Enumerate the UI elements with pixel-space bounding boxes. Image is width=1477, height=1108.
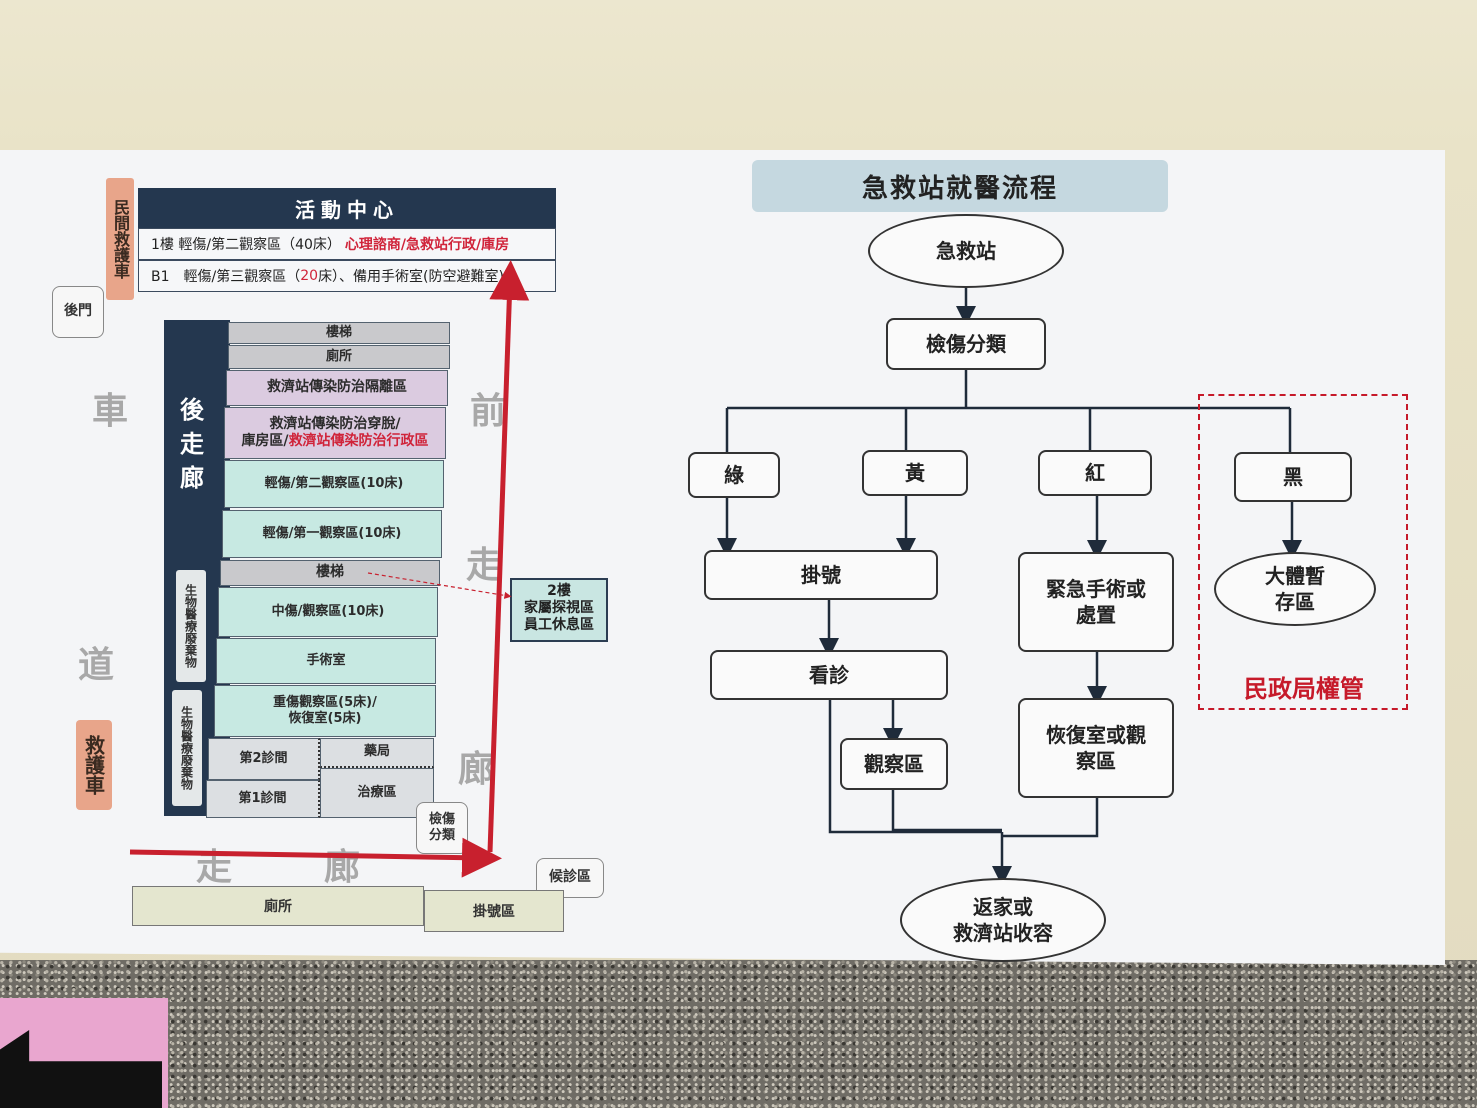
flow-connectors <box>717 288 1302 886</box>
registration-area: 掛號區 <box>424 890 564 932</box>
recovery-node: 恢復室或觀 察區 <box>1018 698 1174 798</box>
second-floor-line3: 員工休息區 <box>524 616 594 633</box>
front-corridor-label-1: 前 <box>470 390 507 432</box>
consult-node: 看診 <box>710 650 948 700</box>
triage-node: 檢傷分類 <box>886 318 1046 370</box>
civil-affairs-label: 民政局權管 <box>1244 674 1364 703</box>
stairs-dashed-link <box>367 572 512 599</box>
floorB1-suffix: 床）、備用手術室(防空避難室) <box>318 269 504 285</box>
ambulance-label: 救護車 <box>76 720 112 810</box>
pharmacy-room: 藥局 <box>320 738 434 768</box>
recovery-line1: 恢復室或觀 <box>1046 723 1146 747</box>
isolation-room: 救濟站傳染防治隔離區 <box>226 370 448 406</box>
flowchart-title: 急救站就醫流程 <box>752 160 1168 212</box>
second-floor-line1: 2樓 <box>547 583 571 599</box>
dressing-line2a: 庫房區/ <box>241 433 289 449</box>
biomed-waste-label-1: 生物醫療廢棄物 <box>176 570 206 682</box>
emergency-line2: 處置 <box>1076 603 1116 627</box>
end-node: 返家或 救濟站收容 <box>900 878 1106 962</box>
floor1-highlight: 心理諮商/急救站行政/庫房 <box>344 237 510 253</box>
black-node: 黑 <box>1234 452 1352 502</box>
triage-tag-line2: 分類 <box>428 828 455 843</box>
obs1-room: 輕傷/第一觀察區(10床) <box>222 510 442 558</box>
bottom-toilet: 廁所 <box>132 886 424 926</box>
floorB1-row: B1 輕傷/第三觀察區（ 20 床）、備用手術室(防空避難室) <box>138 260 556 292</box>
stairs-top-room: 樓梯 <box>228 322 450 344</box>
floor1-row: 1樓 輕傷/第二觀察區（40床） 心理諮商/急救站行政/庫房 <box>138 228 556 260</box>
activity-center-header: 活動中心 <box>138 188 556 228</box>
front-corridor-label-3: 廊 <box>458 748 495 790</box>
morgue-line2: 存區 <box>1275 590 1315 614</box>
mid-obs-room: 中傷/觀察區(10床) <box>218 587 438 637</box>
back-door-tag: 後門 <box>52 286 104 338</box>
dressing-line1: 救濟站傳染防治穿脫/ <box>269 415 401 432</box>
road-label-2: 道 <box>78 644 115 686</box>
second-floor-box: 2樓 家屬探視區 員工休息區 <box>510 578 608 642</box>
biomed-waste-label-2: 生物醫療廢棄物 <box>172 690 202 806</box>
stairs-mid-room: 樓梯 <box>220 560 440 586</box>
morgue-line1: 大體暫 <box>1265 564 1325 588</box>
red-node: 紅 <box>1038 450 1152 496</box>
triage-tag: 檢傷 分類 <box>416 802 468 854</box>
clinic1-room: 第1診間 <box>206 780 320 818</box>
civil-affairs-boundary <box>1198 394 1408 710</box>
road-label-1: 車 <box>92 390 129 432</box>
floor1-prefix: 1樓 輕傷/第二觀察區（40床） <box>151 237 341 253</box>
toilet-top-room: 廁所 <box>228 345 450 369</box>
morgue-node: 大體暫 存區 <box>1214 552 1376 626</box>
dressing-line2: 庫房區/救濟站傳染防治行政區 <box>241 433 428 451</box>
yellow-node: 黃 <box>862 450 968 496</box>
clinic2-room: 第2診間 <box>208 738 320 780</box>
civil-ambulance-label: 民間救護車 <box>106 178 134 300</box>
severe-line2: 恢復室(5床) <box>288 711 362 726</box>
end-line1: 返家或 <box>973 895 1033 919</box>
end-line2: 救濟站收容 <box>953 921 1053 945</box>
severe-room: 重傷觀察區(5床)/ 恢復室(5床) <box>214 685 436 737</box>
obs2-room: 輕傷/第二觀察區(10床) <box>224 460 444 508</box>
front-corridor-label-2: 走 <box>466 544 503 586</box>
treatment-room: 治療區 <box>320 768 434 818</box>
second-floor-line2: 家屬探視區 <box>524 599 594 616</box>
surgery-room: 手術室 <box>216 638 436 684</box>
register-node: 掛號 <box>704 550 938 600</box>
emergency-line1: 緊急手術或 <box>1046 577 1146 601</box>
emergency-node: 緊急手術或 處置 <box>1018 552 1174 652</box>
red-route-horizontal <box>129 837 502 878</box>
floorB1-num: 20 <box>300 268 319 284</box>
green-node: 綠 <box>688 452 780 498</box>
triage-tag-line1: 檢傷 <box>428 811 455 827</box>
severe-line1: 重傷觀察區(5床)/ <box>273 694 377 710</box>
start-node: 急救站 <box>868 214 1064 288</box>
back-corridor-label: 後走廊 <box>175 397 204 499</box>
red-route-vertical <box>487 260 530 853</box>
observe-node: 觀察區 <box>840 738 948 790</box>
dressing-room: 救濟站傳染防治穿脫/ 庫房區/救濟站傳染防治行政區 <box>224 407 446 459</box>
floorB1-prefix: B1 輕傷/第三觀察區（ <box>151 269 301 285</box>
terrazzo-floor <box>0 960 1477 1108</box>
dressing-line2b: 救濟站傳染防治行政區 <box>288 433 429 449</box>
recovery-line2: 察區 <box>1076 749 1116 773</box>
